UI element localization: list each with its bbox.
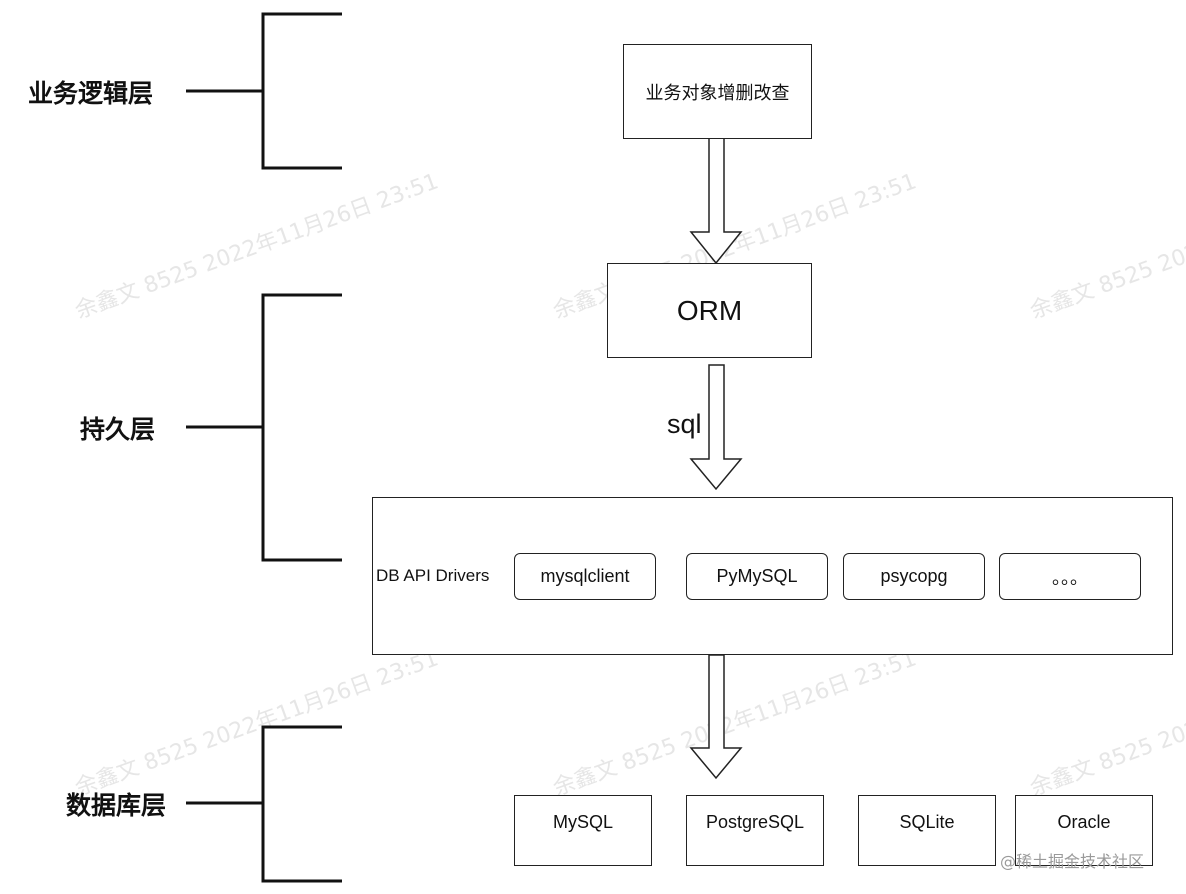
driver-mysqlclient: mysqlclient (514, 553, 656, 600)
business-object-label: 业务对象增删改查 (645, 82, 790, 104)
driver-pymysql: PyMySQL (686, 553, 828, 600)
driver-label: mysqlclient (540, 566, 630, 586)
driver-label: PyMySQL (716, 566, 798, 586)
business-object-box: 业务对象增删改查 (623, 44, 812, 139)
layer-label-business: 业务逻辑层 (28, 79, 154, 108)
site-watermark: @稀土掘金技术社区 (1000, 852, 1145, 871)
driver-psycopg: psycopg (843, 553, 985, 600)
orm-label: ORM (676, 294, 743, 326)
bracket-business (186, 12, 342, 170)
database-label: MySQL (552, 812, 613, 832)
driver-more: 。。。 (999, 553, 1141, 600)
database-mysql: MySQL (514, 795, 652, 866)
layer-label-database: 数据库层 (66, 791, 167, 820)
database-sqlite: SQLite (858, 795, 996, 866)
driver-label: 。。。 (1052, 567, 1088, 589)
database-label: Oracle (1057, 812, 1111, 832)
arrow-drivers-to-databases (689, 654, 743, 780)
layer-label-persistence: 持久层 (80, 415, 156, 444)
sql-label: sql (667, 409, 702, 439)
orm-box: ORM (607, 263, 812, 358)
bracket-persistence (186, 293, 342, 562)
bracket-database (186, 725, 342, 883)
database-label: PostgreSQL (705, 812, 805, 832)
database-label: SQLite (899, 812, 955, 832)
db-api-drivers-label: DB API Drivers (376, 566, 490, 585)
arrow-orm-to-drivers (689, 364, 743, 491)
database-oracle: Oracle (1015, 795, 1153, 866)
database-postgresql: PostgreSQL (686, 795, 824, 866)
arrow-business-to-orm (689, 137, 743, 265)
driver-label: psycopg (880, 566, 948, 586)
